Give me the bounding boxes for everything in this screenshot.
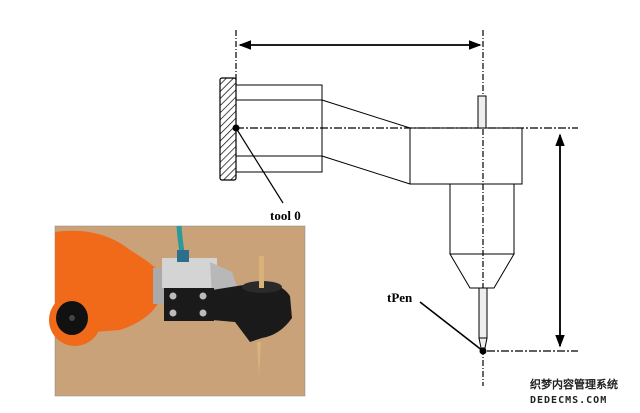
robot-tool-photo (49, 225, 306, 397)
tpen-leader (419, 301, 484, 352)
watermark-line2: DEDECMS.COM (530, 395, 607, 406)
pen-top-stub (477, 95, 487, 129)
tpen-label: tPen (387, 290, 413, 305)
tool0-leader (235, 127, 284, 204)
tool-body-block (235, 84, 411, 185)
pen-holder (409, 127, 523, 349)
vertical-dimension (487, 133, 578, 352)
watermark: 织梦内容管理系统 DEDECMS.COM (530, 377, 618, 406)
horizontal-dimension (235, 30, 484, 386)
tool0-label: tool 0 (270, 208, 301, 223)
watermark-line1: 织梦内容管理系统 (530, 377, 618, 391)
